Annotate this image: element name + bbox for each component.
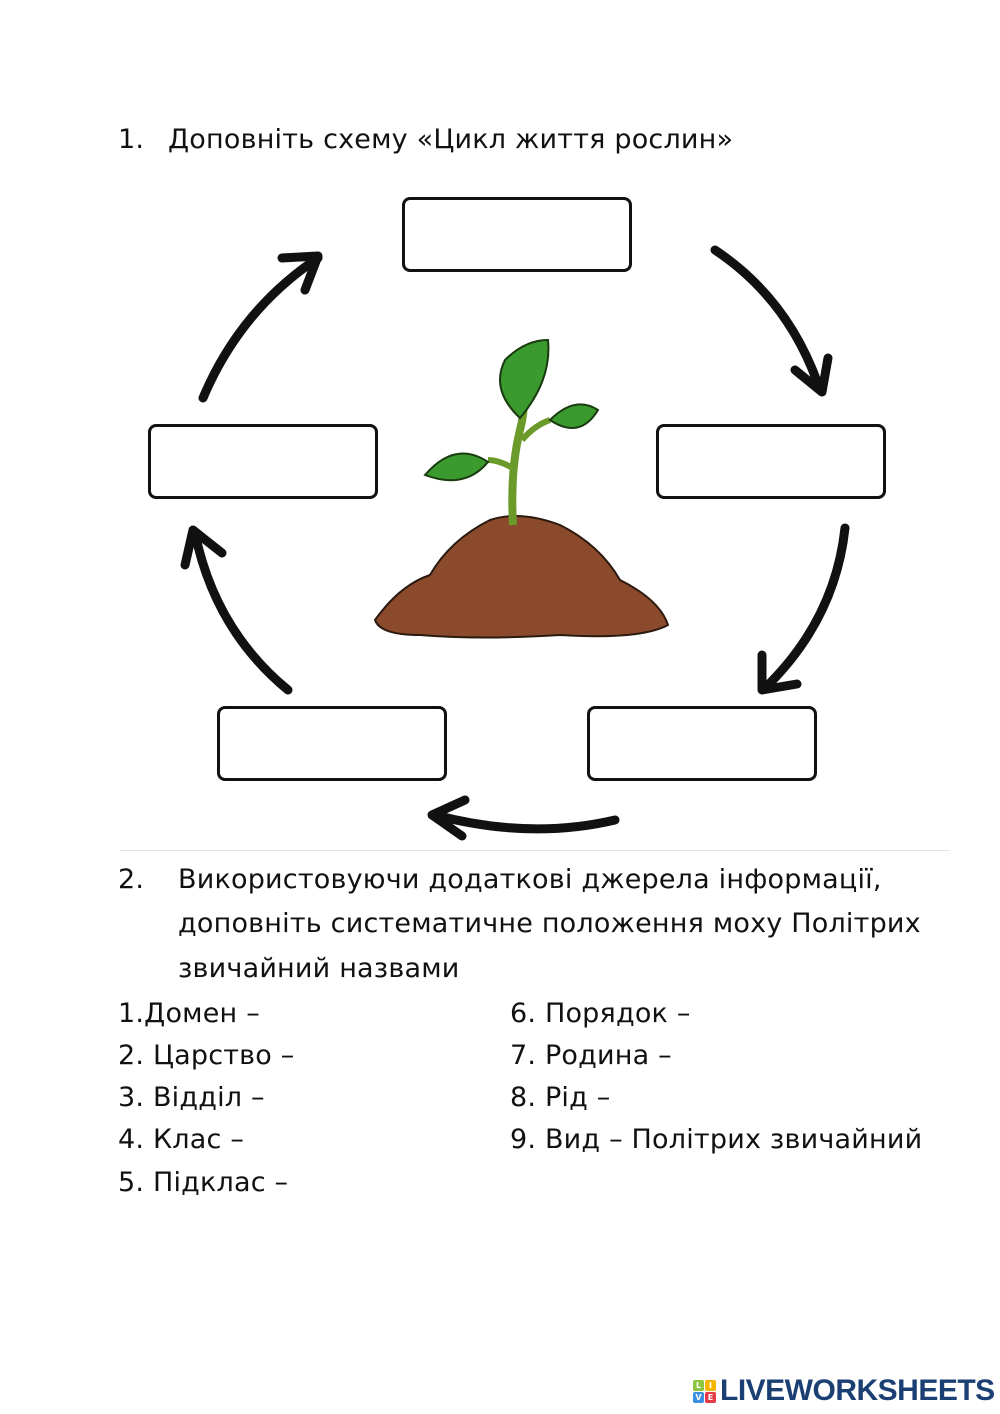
task1-title: Доповніть схему «Цикл життя рослин» — [168, 124, 734, 155]
arrow-top-right — [710, 245, 825, 395]
arrow-bottom — [430, 810, 620, 834]
taxon-kingdom: 2. Царство – — [118, 1040, 295, 1071]
taxon-family: 7. Родина – — [510, 1040, 672, 1071]
cycle-arrows — [180, 245, 850, 841]
logo-icon: L I V E — [693, 1379, 716, 1403]
taxon-class: 4. Клас – — [118, 1124, 245, 1155]
arrow-left-top — [198, 253, 323, 403]
stage-box-left[interactable] — [148, 424, 378, 499]
logo-text: LIVEWORKSHEETS — [720, 1374, 995, 1407]
task2-line: доповніть систематичне положення моху По… — [178, 908, 921, 939]
task1-number: 1. — [118, 124, 145, 155]
arrow-left-up — [190, 528, 293, 695]
taxon-order: 6. Порядок – — [510, 998, 691, 1029]
soil — [373, 515, 670, 639]
leaf — [423, 452, 490, 482]
taxon-division: 3. Відділ – — [118, 1082, 265, 1113]
stage-box-bottom-left[interactable] — [217, 706, 447, 781]
taxon-genus: 8. Рід – — [510, 1082, 611, 1113]
taxon-domain: 1.Домен – — [118, 998, 260, 1029]
stage-box-top[interactable] — [402, 197, 632, 272]
stage-box-right[interactable] — [656, 424, 886, 499]
taxon-subclass: 5. Підклас – — [118, 1167, 289, 1198]
plant-illustration — [373, 338, 670, 639]
arrow-right-down — [760, 523, 850, 693]
task2-number: 2. — [118, 864, 145, 895]
liveworksheets-logo: L I V E LIVEWORKSHEETS — [693, 1374, 995, 1408]
task2-line: звичайний назвами — [178, 953, 460, 984]
stage-box-bottom-right[interactable] — [587, 706, 817, 781]
leaf — [499, 338, 550, 420]
task2-line: Використовуючи додаткові джерела інформа… — [178, 864, 882, 895]
taxon-species: 9. Вид – Політрих звичайний — [510, 1124, 923, 1155]
leaf — [548, 403, 600, 429]
divider — [120, 850, 950, 851]
